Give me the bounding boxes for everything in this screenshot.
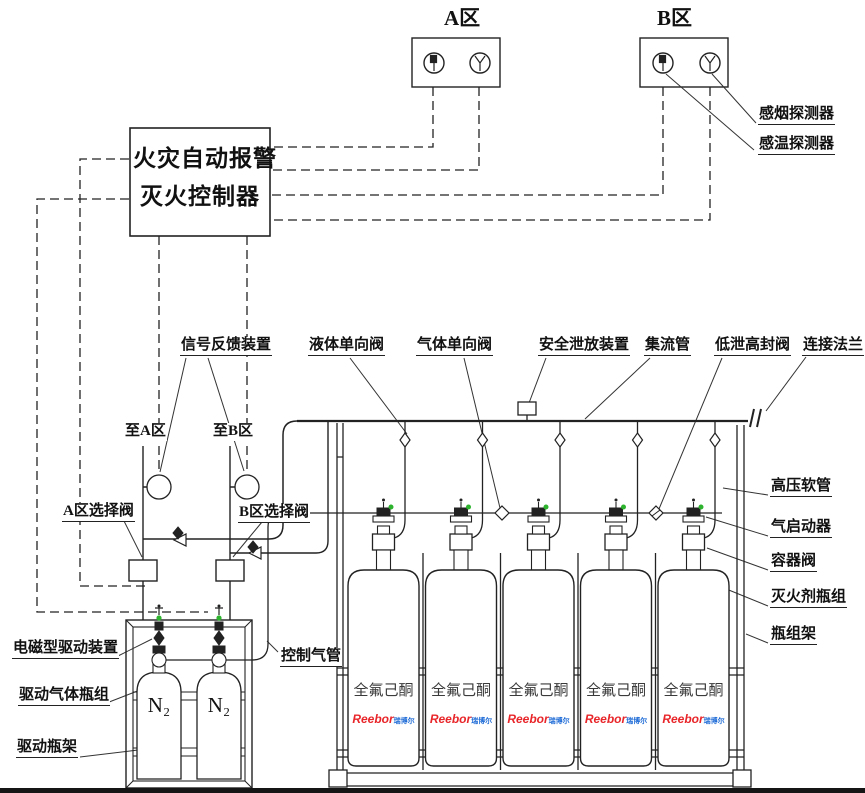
- zone-b-title: B区: [657, 6, 693, 30]
- controller-title-line1: 火灾自动报警: [133, 146, 277, 171]
- zone-a-detector-box: [411, 37, 501, 88]
- safety-relief-device: [517, 401, 537, 420]
- label-zone-b-selector-valve: B区选择阀: [238, 504, 311, 524]
- solenoid-driver-a: [152, 604, 166, 654]
- low-leak-high-seal-valve-symbol: [648, 505, 664, 521]
- controller-box: [129, 127, 271, 237]
- selector-b-feed-pipe: [230, 421, 329, 554]
- n2-cylinders: [136, 652, 242, 780]
- actuator-indicator: [388, 504, 394, 510]
- cylinder-rack-frame: [328, 423, 752, 788]
- label-solenoid-driver: 电磁型驱动装置: [12, 640, 120, 660]
- selector-valves: [128, 526, 262, 582]
- label-agent-cylinder-group: 灭火剂瓶组: [770, 589, 848, 609]
- brand-logo: Reebor瑞博尔: [584, 712, 648, 726]
- agent-cylinder-label: 全氟己酮: [508, 683, 569, 699]
- bottom-border-bar: [0, 788, 865, 793]
- container-valve-body: [371, 533, 396, 551]
- zone-b-detector-box: [639, 37, 729, 88]
- cylinder-body: [347, 569, 420, 767]
- solenoid-driver-b: [212, 604, 226, 654]
- n2-cylinder-label: N₂: [147, 693, 171, 717]
- agent-cylinder-label: 全氟己酮: [663, 683, 724, 699]
- label-signal-feedback: 信号反馈装置: [180, 337, 273, 357]
- brand-name: Reebor: [352, 712, 394, 726]
- agent-cylinder-label: 全氟己酮: [585, 683, 646, 699]
- zone-b-selector-valve-body: [215, 559, 245, 582]
- brand-name-cn: 瑞博尔: [393, 718, 415, 725]
- label-heat-detector: 感温探测器: [758, 136, 836, 156]
- label-control-gas-pipe: 控制气管: [280, 648, 343, 668]
- label-liquid-check-valve: 液体单向阀: [308, 337, 386, 357]
- brand-logo: Reebor瑞博尔: [429, 712, 493, 726]
- signal-feedback-devices: [146, 474, 260, 500]
- liquid-check-valve-symbol: [399, 431, 411, 449]
- agent-cylinder-label: 全氟己酮: [430, 683, 491, 699]
- gas-check-valve-symbol: [494, 505, 510, 521]
- label-cylinder-rack: 瓶组架: [770, 626, 818, 646]
- brand-logo: Reebor瑞博尔: [507, 712, 570, 726]
- cylinder-neck: [375, 549, 392, 571]
- brand-logo: Reebor瑞博尔: [348, 711, 419, 727]
- pilot-valve-1: [172, 526, 184, 540]
- label-low-leak-valve: 低泄高封阀: [714, 337, 792, 357]
- label-manifold: 集流管: [644, 337, 692, 357]
- zone-b-discharge-pipe: [229, 446, 235, 620]
- label-connecting-flange: 连接法兰: [802, 337, 865, 357]
- high-pressure-hose-line: [393, 513, 406, 539]
- label-driver-gas-cylinders: 驱动气体瓶组: [18, 687, 111, 707]
- agent-cylinder-label: 全氟己酮: [353, 683, 414, 699]
- label-to-zone-a: 至A区: [124, 423, 167, 442]
- pilot-valve-2: [247, 540, 259, 554]
- heat-detector-icon: [474, 55, 716, 71]
- controller-title-line2: 灭火控制器: [140, 184, 260, 209]
- label-high-pressure-hose: 高压软管: [770, 478, 833, 498]
- brand-logo: Reebor瑞博尔: [662, 712, 725, 726]
- label-smoke-detector: 感烟探测器: [758, 106, 836, 126]
- label-to-zone-b: 至B区: [212, 423, 255, 442]
- solenoid-driver-devices: [152, 604, 226, 654]
- label-container-valve: 容器阀: [770, 553, 818, 573]
- label-gas-check-valve: 气体单向阀: [416, 337, 494, 357]
- n2-cylinder-label: N₂: [207, 693, 231, 717]
- zone-a-selector-valve-body: [128, 559, 158, 582]
- label-driver-rack: 驱动瓶架: [16, 739, 79, 759]
- agent-cylinder-unit: [347, 421, 420, 767]
- label-gas-actuator: 气启动器: [770, 519, 833, 539]
- manifold-to-selector-pipe: [143, 420, 298, 540]
- gas-actuator-body: [376, 507, 391, 517]
- connecting-flange-symbol: [749, 408, 762, 428]
- label-zone-a-selector-valve: A区选择阀: [62, 503, 135, 523]
- gas-actuator-base: [372, 515, 395, 523]
- smoke-detector-icon: [429, 54, 667, 71]
- label-safety-relief: 安全泄放装置: [538, 337, 631, 357]
- zone-a-title: A区: [444, 6, 481, 30]
- zone-a-discharge-pipe: [142, 446, 147, 620]
